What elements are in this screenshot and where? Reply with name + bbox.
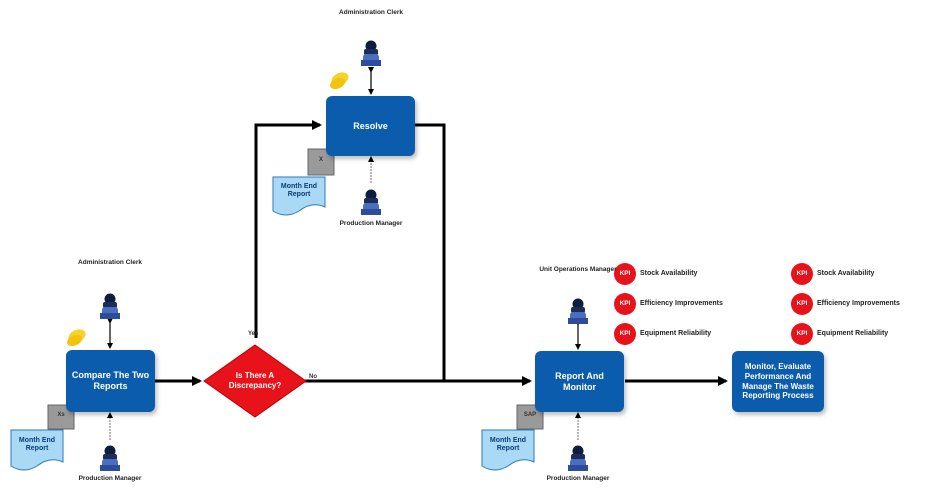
process-report-monitor: Report And Monitor: [535, 351, 624, 412]
role-label-admin-clerk-top: Administration Clerk: [339, 9, 403, 16]
kpi-badge-2c: [791, 323, 813, 345]
document-label-top: Month End Report: [280, 183, 318, 199]
kpi-badge-1a: [614, 263, 636, 285]
process-compare-reports: Compare The Two Reports: [66, 350, 155, 412]
kpi-label-equipment-2: Equipment Reliability: [817, 330, 889, 337]
kpi-label-efficiency-1: Efficiency Improvements: [640, 300, 723, 307]
kpi-label-efficiency-2: Efficiency Improvements: [817, 300, 900, 307]
kpi-badge-2a: [791, 263, 813, 285]
kpi-label-equipment-1: Equipment Reliability: [640, 330, 712, 337]
process-report-label: Report And Monitor: [555, 370, 604, 392]
role-label-unit-ops-manager: Unit Operations Manager: [539, 266, 617, 273]
role-label-production-manager-right: Production Manager: [546, 475, 610, 482]
kpi-badge-text-2b: KPI: [796, 300, 808, 307]
person-icon-admin-clerk-top: [361, 40, 381, 66]
process-resolve: Resolve: [326, 96, 415, 156]
document-icon-right: [481, 429, 535, 471]
process-resolve-label: Resolve: [353, 120, 388, 131]
kpi-badge-2b: [791, 293, 813, 315]
document-label-left: Month End Report: [18, 437, 56, 453]
decision-label: Is There A Discrepancy?: [228, 371, 282, 390]
role-label-production-manager-top: Production Manager: [339, 220, 403, 227]
role-label-production-manager-left: Production Manager: [78, 475, 142, 482]
note-icon-left: [65, 326, 88, 349]
process-monitor-evaluate: Monitor, Evaluate Performance And Manage…: [732, 351, 824, 412]
kpi-badge-text-2a: KPI: [796, 270, 808, 277]
arrow-yes-to-resolve: [254, 120, 322, 338]
person-icon-production-manager-right: [568, 445, 588, 471]
note-icon-top: [328, 69, 351, 92]
kpi-label-stock-availability-2: Stock Availability: [817, 270, 875, 277]
kpi-badge-text-1b: KPI: [619, 300, 631, 307]
role-label-admin-clerk-left: Administration Clerk: [78, 259, 142, 266]
decision-diamond: [203, 344, 307, 418]
system-tag-compare-label: Xs: [57, 412, 65, 418]
kpi-badge-text-1c: KPI: [619, 330, 631, 337]
system-tag-report-label: SAP: [523, 412, 537, 418]
person-icon-admin-clerk-left: [100, 293, 120, 319]
line-resolve-to-merge: [415, 123, 446, 381]
person-icon-unit-ops-manager: [568, 298, 588, 324]
kpi-badge-1b: [614, 293, 636, 315]
person-icon-production-manager-top: [361, 189, 381, 215]
edge-label-no: No: [309, 374, 317, 380]
kpi-badge-text-2c: KPI: [796, 330, 808, 337]
kpi-badge-text-1a: KPI: [619, 270, 631, 277]
document-icon-left: [10, 429, 64, 471]
kpi-label-stock-availability-1: Stock Availability: [640, 270, 698, 277]
document-label-right: Month End Report: [489, 437, 527, 453]
process-compare-label: Compare The Two Reports: [71, 370, 150, 391]
system-tag-resolve-label: X: [318, 157, 323, 163]
person-icon-production-manager-left: [100, 445, 120, 471]
edge-label-yes: Yes: [248, 331, 259, 337]
kpi-badge-1c: [614, 323, 636, 345]
document-icon-top: [272, 176, 326, 216]
process-monitor-label: Monitor, Evaluate Performance And Manage…: [742, 362, 814, 401]
